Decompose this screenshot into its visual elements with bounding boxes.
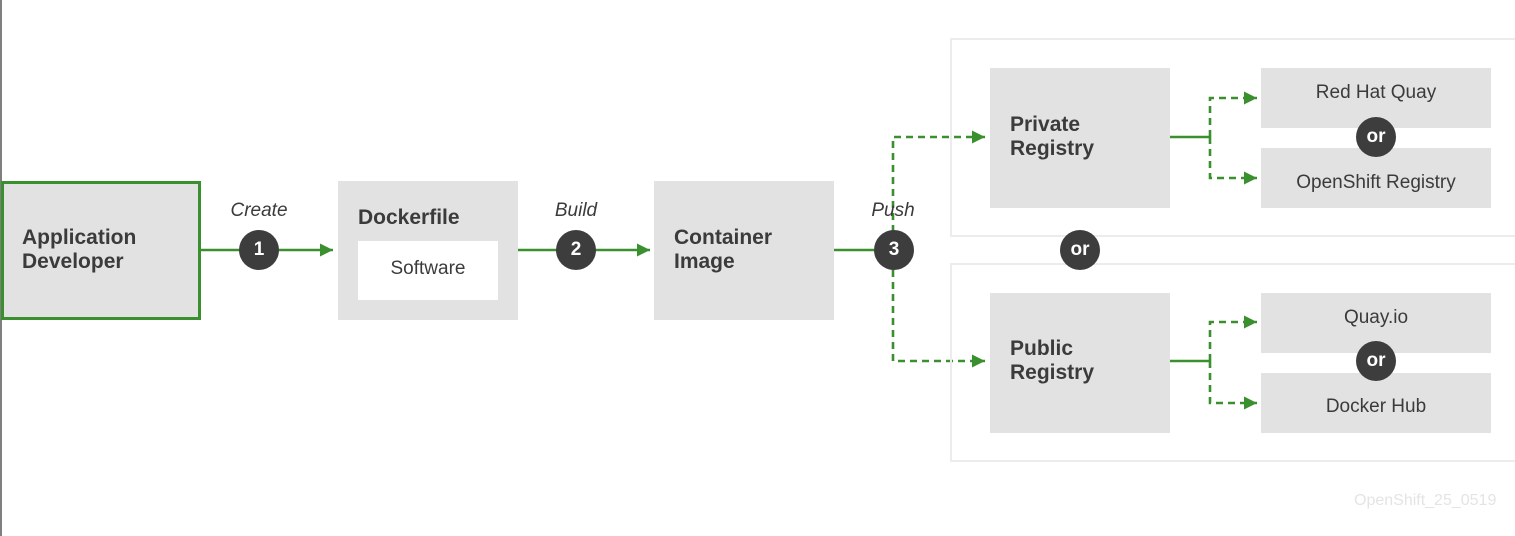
container-image-label: Container Image	[674, 226, 773, 273]
private-registry-group	[950, 38, 1515, 237]
private-registry-label: Private Registry	[1010, 113, 1095, 160]
dockerfile-label: Dockerfile	[358, 206, 460, 229]
public-registry-label: Public Registry	[1010, 337, 1095, 384]
step-3-label: Push	[871, 200, 915, 221]
public-registry-group	[950, 263, 1515, 462]
arrow-to-quay-io	[1208, 315, 1257, 361]
openshift-registry-label: OpenShift Registry	[1296, 172, 1456, 193]
or-badge-public: or	[1356, 341, 1396, 381]
docker-hub-box	[1261, 373, 1491, 433]
step-1-badge: 1	[239, 230, 279, 270]
container-image-box	[654, 181, 834, 320]
or-badge-private: or	[1356, 117, 1396, 157]
application-developer-label: Application Developer	[22, 226, 137, 273]
arrow-to-private	[891, 130, 985, 232]
or-badge-registries: or	[1060, 230, 1100, 270]
step-3-badge: 3	[874, 230, 914, 270]
step-1-label: Create	[230, 200, 288, 221]
docker-hub-label: Docker Hub	[1325, 396, 1427, 417]
step-2-badge: 2	[556, 230, 596, 270]
arrow-to-docker-hub	[1208, 361, 1257, 410]
quay-io-label: Quay.io	[1343, 307, 1409, 328]
arrow-to-red-hat-quay	[1208, 91, 1257, 137]
openshift-registry-box	[1261, 148, 1491, 208]
red-hat-quay-label: Red Hat Quay	[1315, 82, 1437, 103]
figure-id-label: OpenShift_25_0519	[1354, 492, 1497, 509]
arrow-to-public	[891, 270, 985, 368]
software-box	[358, 241, 498, 300]
private-registry-box	[990, 68, 1170, 208]
software-label: Software	[390, 258, 466, 279]
arrow-to-openshift-registry	[1208, 137, 1257, 185]
step-2-label: Build	[554, 200, 598, 221]
application-developer-box	[1, 181, 201, 320]
public-registry-box	[990, 293, 1170, 433]
